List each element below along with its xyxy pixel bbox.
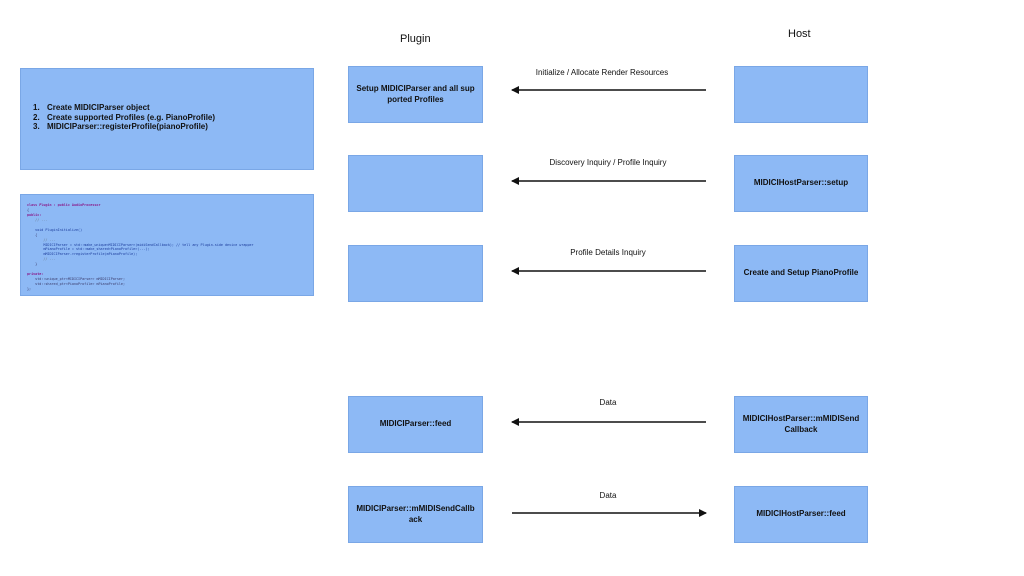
- code-line: // ...: [27, 257, 56, 262]
- arrow-label-initialize: Initialize / Allocate Render Resources: [535, 68, 669, 77]
- code-snippet: class Plugin : public AudioProcessor{pub…: [20, 194, 314, 296]
- code-line: mPianoProfile = std::make_shared<PianoPr…: [27, 247, 150, 252]
- code-line: {: [27, 207, 30, 212]
- code-text: class Plugin : public AudioProcessor{pub…: [27, 203, 307, 292]
- code-line: };: [27, 286, 32, 291]
- code-line: // ...: [27, 217, 48, 222]
- code-line: private:: [27, 272, 44, 277]
- code-line: {: [27, 232, 38, 237]
- code-line: public:: [27, 212, 42, 217]
- code-line: mMIDICIParser->registerProfile(mPianoPro…: [27, 252, 138, 257]
- plugin-box-profile-details: [348, 245, 483, 302]
- step-item: 3. MIDICIParser::registerProfile(pianoPr…: [33, 122, 208, 132]
- step-item: 2. Create supported Profiles (e.g. Piano…: [33, 112, 216, 122]
- steps-note: 1. Create MIDICIParser object 2. Create …: [20, 68, 314, 170]
- code-line: std::shared_ptr<PianoProfile> mPianoProf…: [27, 282, 125, 286]
- code-line: }: [27, 262, 38, 267]
- host-box-host-feed: MIDICIHostParser::feed: [734, 486, 868, 543]
- host-box-host-parser-setup: MIDICIHostParser::setup: [734, 155, 868, 212]
- step-item: 1. Create MIDICIParser object: [33, 103, 150, 112]
- host-box-send-callback: MIDICIHostParser::mMIDISendCallback: [734, 396, 868, 453]
- plugin-box-parser-feed: MIDICIParser::feed: [348, 396, 483, 453]
- arrow-label-data-to-host: Data: [599, 491, 617, 500]
- code-line: std::unique_ptr<MIDICIParser> mMIDICIPar…: [27, 277, 125, 282]
- host-column-header: Host: [788, 28, 811, 40]
- host-box-initialize: [734, 66, 868, 123]
- arrow-label-data-to-plugin: Data: [599, 398, 617, 407]
- steps-list: 1. Create MIDICIParser object 2. Create …: [33, 103, 215, 132]
- plugin-column-header: Plugin: [400, 33, 431, 45]
- host-box-piano-profile: Create and Setup PianoProfile: [734, 245, 868, 302]
- plugin-box-setup-parser: Setup MIDICIParser and all supported Pro…: [348, 66, 483, 123]
- code-line: void PluginInitialize(): [27, 227, 83, 232]
- code-line: // ...: [27, 237, 56, 242]
- code-line: MIDICIParser = std::make_unique<MIDICIPa…: [27, 242, 254, 247]
- plugin-box-send-callback: MIDICIParser::mMIDISendCallback: [348, 486, 483, 543]
- arrow-label-profile-details: Profile Details Inquiry: [570, 248, 646, 257]
- arrow-label-discovery: Discovery Inquiry / Profile Inquiry: [549, 158, 667, 167]
- code-line: class Plugin : public AudioProcessor: [27, 203, 101, 207]
- plugin-box-discovery: [348, 155, 483, 212]
